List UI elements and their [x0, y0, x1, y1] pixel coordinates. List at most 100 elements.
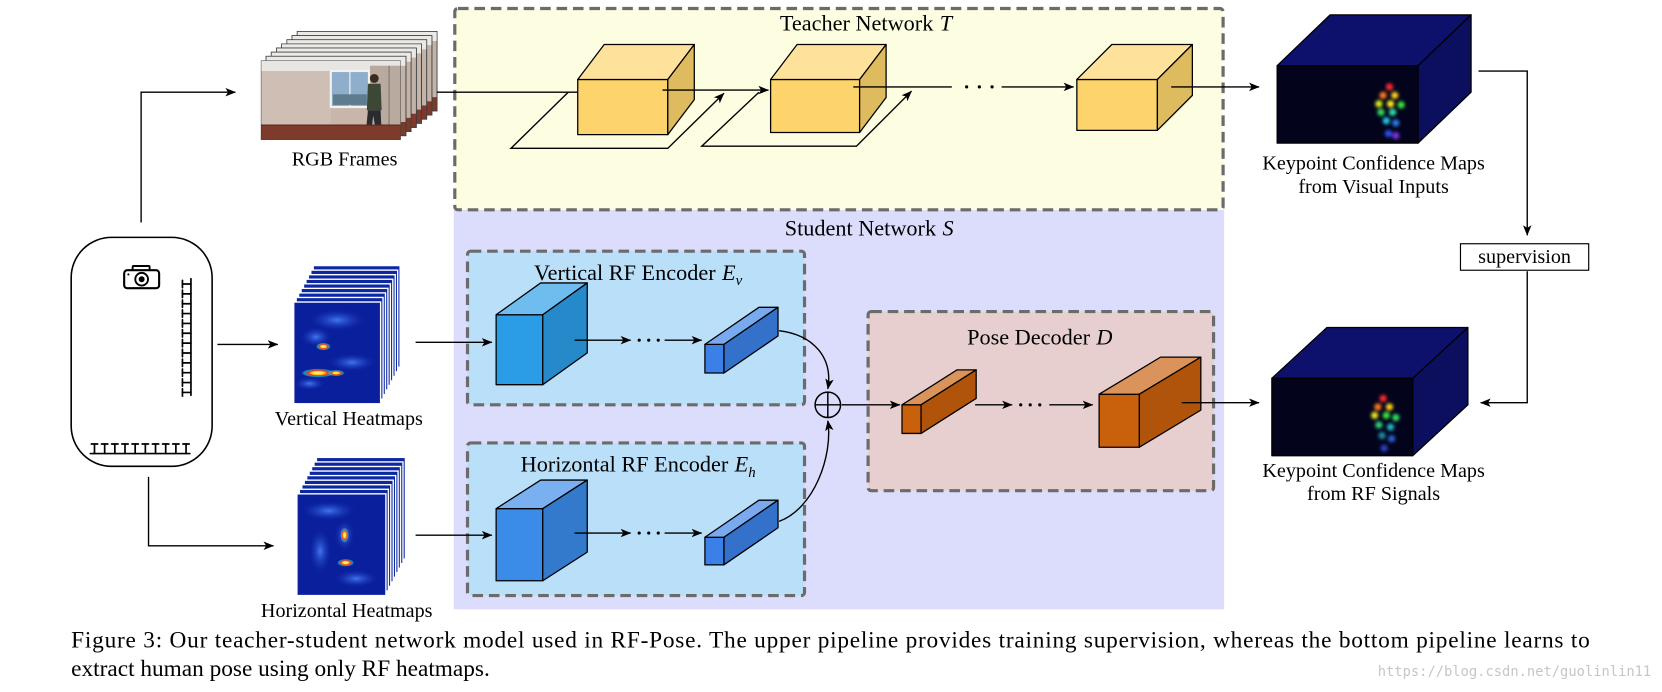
rgb-person-head [369, 73, 379, 83]
teacher-network-symbol: T [940, 11, 954, 36]
vertical-heatmap-front [293, 301, 382, 405]
arrow-device-to-rgb [140, 87, 236, 223]
arrow-device-to-horizontal-heatmaps [147, 476, 275, 550]
rf-keypoint-maps-block-side-face [1412, 326, 1469, 457]
decoder-ellipsis-icon [1019, 403, 1042, 407]
rf-keypoints-label-line-1: Keypoint Confidence Maps [1262, 460, 1485, 482]
rgb-ceiling [260, 60, 401, 72]
teacher-block-2-front-face [769, 78, 861, 134]
visual-keypoint-dot [1397, 101, 1405, 109]
pose-decoder-symbol: D [1095, 324, 1112, 349]
rf-keypoint-dot [1379, 394, 1387, 403]
horizontal-heatmaps-label: Horizontal Heatmaps [261, 600, 433, 622]
camera-icon [123, 265, 161, 290]
rf-keypoint-dot [1375, 421, 1383, 429]
visual-keypoint-dot [1392, 132, 1400, 140]
teacher-block-3 [1076, 43, 1194, 131]
vertical-encoder-output-block [704, 306, 779, 374]
vertical-encoder-input-block [495, 282, 588, 386]
sum-operator-icon [814, 391, 842, 419]
teacher-skip-connection-1 [509, 91, 725, 150]
rgb-frame-front [260, 60, 401, 140]
rgb-window-view [332, 94, 367, 105]
horizontal-encoder-input-block-side-face [542, 479, 588, 582]
rf-keypoints-label-line-2: from RF Signals [1307, 483, 1440, 505]
visual-keypoint-dot [1375, 100, 1383, 108]
visual-keypoint-dot [1379, 91, 1387, 99]
rgb-person-torso [366, 83, 382, 111]
teacher-block-3-front-face [1076, 78, 1159, 131]
horizontal-encoder-label: Horizontal RF Encoder [521, 452, 729, 477]
visual-keypoint-dot [1377, 108, 1385, 116]
teacher-block-2-side-face [858, 43, 887, 134]
arrow-visual-keypoints-to-supervision [1478, 70, 1532, 236]
rf-keypoint-dot [1387, 435, 1396, 443]
vertical-encoder-output-block-side-face [723, 306, 779, 374]
visual-keypoint-dot [1386, 100, 1395, 108]
teacher-block-1-front-face [577, 78, 669, 136]
vertical-heatmaps-stack [293, 264, 401, 405]
horizontal-encoder-subscript: h [748, 465, 755, 481]
rf-keypoint-dot [1374, 403, 1382, 411]
rf-keypoint-dot [1380, 444, 1388, 452]
horizontal-encoder-ellipsis-icon [637, 531, 660, 535]
vertical-encoder-output-block-front-face [704, 343, 725, 374]
horizontal-heatmap-front [296, 493, 387, 597]
pose-decoder-output-block-side-face [1138, 356, 1202, 448]
visual-keypoint-dot [1385, 83, 1394, 91]
horizontal-encoder-input-block-front-face [495, 508, 544, 582]
rf-keypoint-dot [1385, 403, 1394, 411]
pose-decoder-input-block-side-face [920, 369, 977, 435]
visual-keypoint-dot [1382, 117, 1390, 125]
horizontal-antenna-array-icon [89, 443, 191, 455]
rf-keypoint-dot [1392, 413, 1400, 422]
arrow-horizontal-encoder-to-sum [778, 420, 834, 523]
rf-keypoint-dot [1378, 431, 1386, 440]
pose-decoder-output-block-front-face [1098, 393, 1141, 448]
figure-caption-line-1: Figure 3: Our teacher-student network mo… [71, 627, 1590, 653]
vertical-encoder-subscript: v [736, 273, 743, 289]
visual-keypoint-dot [1384, 129, 1393, 138]
rf-keypoint-maps-block [1271, 326, 1469, 457]
horizontal-encoder-symbol: E [734, 452, 749, 477]
keypoint-dots [1371, 83, 1405, 452]
pose-decoder-output-block [1098, 356, 1202, 448]
rf-keypoint-dot [1371, 411, 1379, 420]
vertical-encoder-label: Vertical RF Encoder [534, 260, 716, 285]
rf-keypoint-dot [1382, 411, 1390, 420]
rf-keypoint-maps-block-front-face [1271, 377, 1414, 457]
teacher-block-1 [577, 43, 695, 136]
teacher-ellipsis-icon [965, 85, 994, 89]
supervision-label: supervision [1478, 246, 1571, 268]
vertical-heatmap-signal [294, 309, 376, 390]
supervision-box [1459, 243, 1590, 271]
vertical-encoder-input-block-side-face [542, 282, 588, 386]
visual-keypoint-maps-block-side-face [1417, 14, 1472, 144]
rgb-left-wall [260, 71, 331, 127]
horizontal-heatmaps-stack [296, 456, 407, 597]
arrow-vertical-encoder-to-sum [778, 329, 834, 390]
horizontal-encoder-output-block-side-face [723, 499, 779, 566]
vertical-encoder-input-block-front-face [495, 314, 544, 386]
vertical-encoder-ellipsis-icon [637, 338, 660, 342]
student-network-symbol: S [942, 215, 953, 240]
vertical-heatmaps-label: Vertical Heatmaps [275, 408, 423, 430]
horizontal-heatmap-signal [302, 501, 378, 588]
device-body [70, 236, 213, 468]
horizontal-encoder-output-block [704, 499, 779, 566]
block-layer [495, 14, 1472, 582]
teacher-network-label: Teacher Network [780, 11, 934, 36]
watermark: https://blog.csdn.net/guolinlin11 [1378, 664, 1652, 680]
teacher-block-2 [769, 43, 887, 134]
visual-keypoint-maps-block-front-face [1276, 65, 1419, 144]
teacher-skip-connection-2 [699, 90, 913, 147]
horizontal-encoder-input-block [495, 479, 588, 582]
rf-sensing-device [70, 236, 213, 468]
